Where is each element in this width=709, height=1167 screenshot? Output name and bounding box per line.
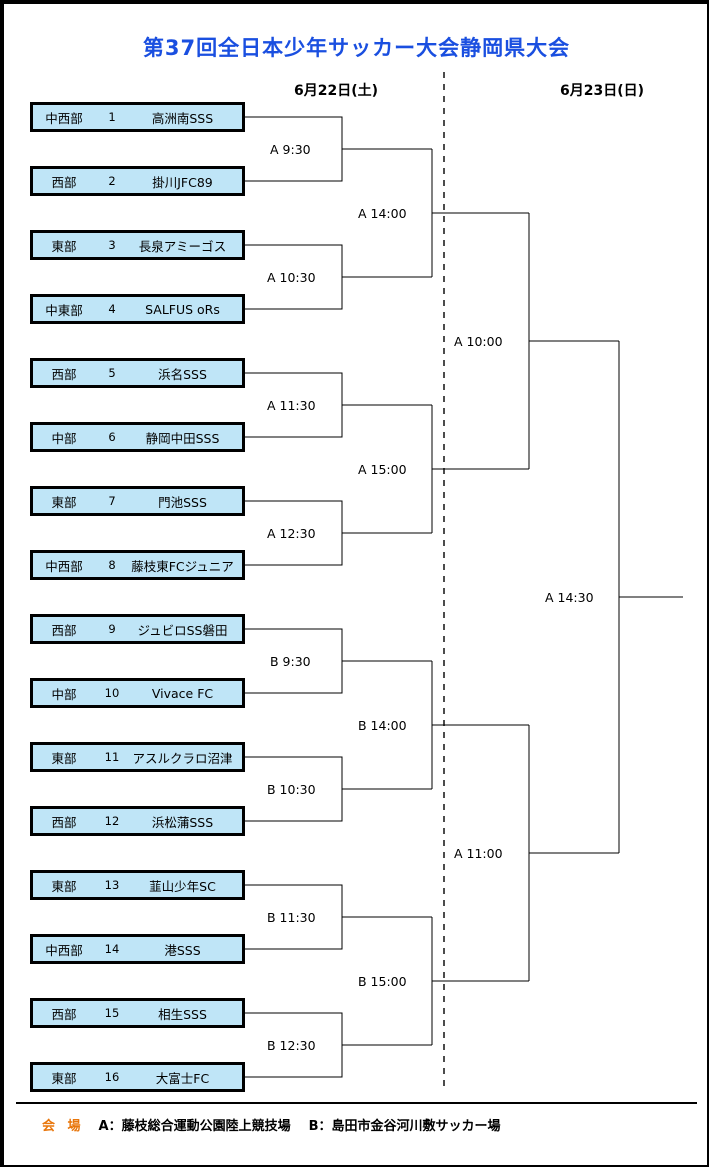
team-name: SALFUS oRs	[145, 301, 220, 317]
team-name: 静岡中田SSS	[145, 430, 220, 446]
team-region: 東部	[51, 878, 77, 894]
match-time-r1-4: A 12:30	[267, 526, 316, 541]
team-box-6[interactable]: 中部 6 静岡中田SSS	[30, 422, 245, 452]
team-box-2[interactable]: 西部 2 掛川JFC89	[30, 166, 245, 196]
team-seed-number: 13	[104, 878, 120, 892]
team-name: 韮山少年SC	[149, 878, 216, 894]
match-time-r2-3: B 14:00	[358, 718, 407, 733]
team-name: アスルクラロ沼津	[132, 750, 233, 766]
team-region: 東部	[51, 1070, 77, 1086]
team-name: 浜名SSS	[158, 366, 207, 382]
page-title: 第37回全日本少年サッカー大会静岡県大会	[142, 36, 571, 60]
team-box-12[interactable]: 西部 12 浜松蒲SSS	[30, 806, 245, 836]
team-seed-number: 12	[104, 814, 120, 828]
match-time-semi-1: A 10:00	[454, 334, 503, 349]
team-box-3[interactable]: 東部 3 長泉アミーゴス	[30, 230, 245, 260]
team-box-15[interactable]: 西部 15 相生SSS	[30, 998, 245, 1028]
match-time-r2-4: B 15:00	[358, 974, 407, 989]
team-box-7[interactable]: 東部 7 門池SSS	[30, 486, 245, 516]
date-header-june22: 6月22日(土)	[294, 83, 379, 99]
team-region: 西部	[51, 622, 77, 638]
match-time-r1-6: B 10:30	[267, 782, 316, 797]
team-box-10[interactable]: 中部 10 Vivace FC	[30, 678, 245, 708]
team-seed-number: 6	[108, 430, 116, 444]
team-box-4[interactable]: 中東部 4 SALFUS oRs	[30, 294, 245, 324]
date-header-june23: 6月23日(日)	[560, 83, 645, 99]
team-name: 掛川JFC89	[152, 174, 213, 190]
team-name: 高洲南SSS	[151, 110, 214, 126]
team-box-14[interactable]: 中西部 14 港SSS	[30, 934, 245, 964]
match-time-r1-3: A 11:30	[267, 398, 316, 413]
match-time-r1-8: B 12:30	[267, 1038, 316, 1053]
team-seed-number: 16	[104, 1070, 120, 1084]
team-box-5[interactable]: 西部 5 浜名SSS	[30, 358, 245, 388]
team-name: 港SSS	[164, 942, 201, 958]
team-seed-number: 9	[108, 622, 116, 636]
team-seed-number: 10	[104, 686, 120, 700]
team-box-8[interactable]: 中西部 8 藤枝東FCジュニア	[30, 550, 245, 580]
team-region: 西部	[51, 814, 77, 830]
team-seed-number: 11	[104, 750, 120, 764]
team-seed-number: 1	[108, 110, 116, 124]
team-name: 門池SSS	[158, 494, 207, 510]
match-time-r2-2: A 15:00	[358, 462, 407, 477]
match-time-final: A 14:30	[545, 590, 594, 605]
match-time-r1-2: A 10:30	[267, 270, 316, 285]
match-time-r1-5: B 9:30	[270, 654, 311, 669]
footer-divider	[16, 1102, 697, 1104]
team-seed-number: 8	[108, 558, 116, 572]
team-seed-number: 15	[104, 1006, 120, 1020]
team-name: 長泉アミーゴス	[138, 238, 227, 254]
team-seed-number: 2	[108, 174, 116, 188]
team-region: 東部	[51, 494, 77, 510]
team-region: 西部	[51, 366, 77, 382]
team-name: 藤枝東FCジュニア	[131, 558, 234, 574]
match-time-r1-7: B 11:30	[267, 910, 316, 925]
team-name: Vivace FC	[151, 685, 214, 701]
match-time-semi-2: A 11:00	[454, 846, 503, 861]
team-region: 中西部	[45, 110, 83, 126]
team-seed-number: 14	[104, 942, 120, 956]
team-region: 東部	[51, 238, 77, 254]
venue-b: B：島田市金谷河川敷サッカー場	[308, 1119, 501, 1134]
match-time-r1-1: A 9:30	[270, 142, 311, 157]
footer-label: 会 場	[42, 1119, 85, 1134]
team-region: 中東部	[45, 302, 83, 318]
team-region: 中部	[51, 430, 77, 446]
team-seed-number: 5	[108, 366, 116, 380]
team-region: 中西部	[45, 558, 83, 574]
team-box-16[interactable]: 東部 16 大富士FC	[30, 1062, 245, 1092]
team-seed-number: 3	[108, 238, 116, 252]
team-name: 相生SSS	[158, 1006, 207, 1022]
team-region: 西部	[51, 1006, 77, 1022]
team-name: 浜松蒲SSS	[151, 814, 214, 830]
match-time-r2-1: A 14:00	[358, 206, 407, 221]
team-box-1[interactable]: 中西部 1 高洲南SSS	[30, 102, 245, 132]
team-seed-number: 7	[108, 494, 116, 508]
team-region: 西部	[51, 174, 77, 190]
team-box-9[interactable]: 西部 9 ジュビロSS磐田	[30, 614, 245, 644]
team-name: ジュビロSS磐田	[137, 622, 228, 638]
team-box-11[interactable]: 東部 11 アスルクラロ沼津	[30, 742, 245, 772]
team-region: 東部	[51, 750, 77, 766]
team-box-13[interactable]: 東部 13 韮山少年SC	[30, 870, 245, 900]
team-name: 大富士FC	[155, 1070, 210, 1086]
team-seed-number: 4	[108, 302, 116, 316]
footer-venues: 会 場 A：藤枝総合運動公園陸上競技場 B：島田市金谷河川敷サッカー場	[42, 1115, 501, 1134]
team-region: 中部	[51, 686, 77, 702]
team-region: 中西部	[45, 942, 83, 958]
venue-a: A：藤枝総合運動公園陸上競技場	[98, 1119, 291, 1134]
